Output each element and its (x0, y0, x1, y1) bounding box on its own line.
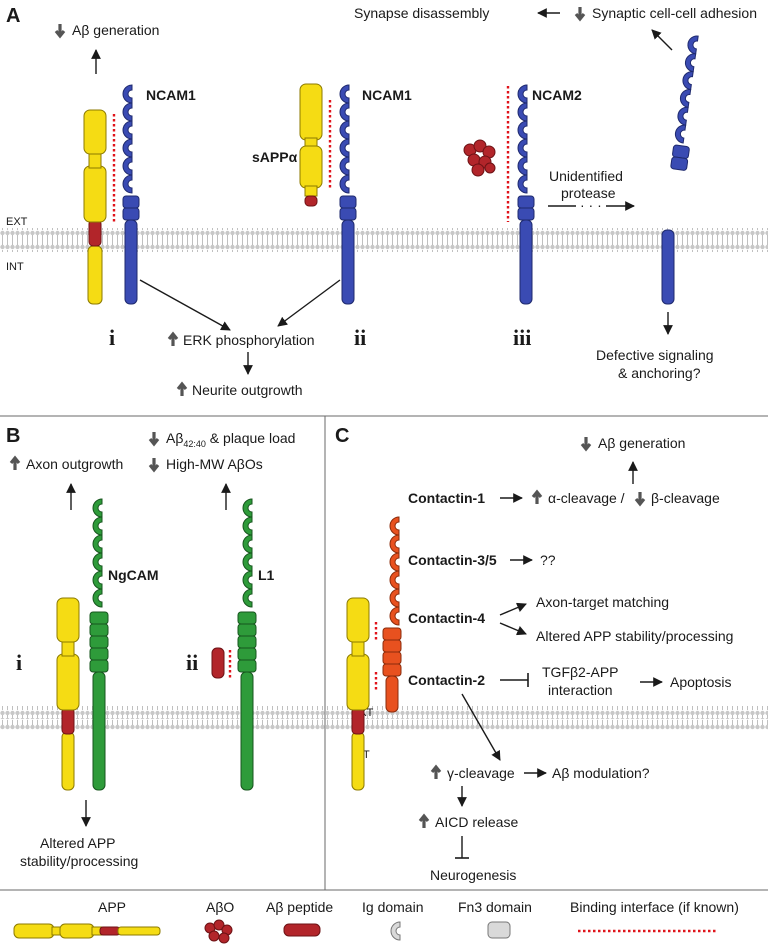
int-label-a: INT (6, 261, 24, 273)
contactin-4-label: Contactin-4 (408, 610, 485, 626)
defective-signaling-1: Defective signaling (596, 347, 714, 363)
legend-peptide-label: Aβ peptide (266, 899, 333, 915)
legend-peptide-symbol (283, 923, 321, 937)
protease-label-2: protease (561, 185, 616, 201)
abeta-generation-a: Aβ generation (72, 22, 159, 38)
axon-outgrowth: Axon outgrowth (26, 456, 123, 472)
protease-dots: · · · (580, 197, 602, 213)
protease-label-1: Unidentified (549, 168, 623, 184)
up-arrow-icon (167, 332, 179, 348)
panel-a-letter: A (6, 5, 20, 27)
ncam2-shed-ectodomain (670, 34, 699, 171)
erk-phosphorylation: ERK phosphorylation (183, 332, 315, 348)
altered-app-c: Altered APP stability/processing (536, 628, 733, 644)
legend-app-symbol (13, 923, 161, 939)
up-arrow-icon (176, 382, 188, 398)
roman-a-iii: iii (513, 325, 531, 350)
ncam1-label-i: NCAM1 (146, 87, 196, 103)
sapp-alpha-protein (299, 83, 323, 207)
defective-signaling-2: & anchoring? (618, 365, 701, 381)
roman-b-i: i (16, 650, 22, 675)
l1-label: L1 (258, 567, 275, 583)
down-arrow-icon (580, 435, 592, 451)
gamma-cleavage: γ-cleavage (447, 765, 515, 781)
synapse-disassembly: Synapse disassembly (354, 5, 489, 21)
up-arrow-icon (430, 765, 442, 781)
arrow-i-to-erk (139, 279, 231, 331)
membrane-b (0, 706, 325, 730)
down-arrow-icon (634, 490, 646, 506)
l1-protein (237, 498, 257, 791)
abeta-oligomer-a (463, 139, 496, 177)
up-arrow-icon (418, 814, 430, 830)
ncam2-label: NCAM2 (532, 87, 582, 103)
down-arrow-icon (54, 22, 66, 38)
legend: APP AβO Aβ peptide Ig domain Fn3 domain … (13, 899, 739, 944)
arrow-shed-up (651, 29, 673, 51)
panel-c-letter: C (335, 425, 349, 447)
panel-b-letter: B (6, 425, 20, 447)
legend-abo-label: AβO (206, 899, 234, 915)
down-arrow-icon (148, 456, 160, 472)
panel-b: B Axon outgrowth NgCAM i (0, 425, 325, 869)
app-protein-b-i (56, 597, 80, 791)
abeta-modulation: Aβ modulation? (552, 765, 650, 781)
arrow-ii-to-erk (277, 279, 341, 327)
panel-a: A EXT INT NCAM1 Aβ generation i (0, 5, 768, 398)
contactin-35-out: ?? (540, 552, 556, 568)
app-protein-a-i (83, 109, 107, 305)
roman-a-ii: ii (354, 325, 366, 350)
ncam2-protein-a-iii (517, 84, 535, 305)
sapp-alpha-label: sAPPα (252, 149, 298, 165)
tgfb2-app-1: TGFβ2-APP (542, 664, 619, 680)
legend-binding-label: Binding interface (if known) (570, 899, 739, 915)
membrane-a (0, 228, 768, 252)
legend-fn3-label: Fn3 domain (458, 899, 532, 915)
alpha-cleavage: α-cleavage / (548, 490, 625, 506)
legend-app-label: APP (98, 899, 126, 915)
membrane-c (326, 706, 768, 730)
apoptosis: Apoptosis (670, 674, 731, 690)
neurite-outgrowth: Neurite outgrowth (192, 382, 303, 398)
abeta-ratio: Aβ42:40 & plaque load (166, 430, 295, 449)
legend-ig-label: Ig domain (362, 899, 423, 915)
arrow-c4-up (499, 602, 527, 616)
up-arrow-icon (531, 490, 543, 506)
roman-a-i: i (109, 325, 115, 350)
ext-label-a: EXT (6, 216, 28, 228)
synaptic-adhesion: Synaptic cell-cell adhesion (592, 5, 757, 21)
ncam1-label-ii: NCAM1 (362, 87, 412, 103)
aicd-release: AICD release (435, 814, 518, 830)
down-arrow-icon (148, 430, 160, 446)
ngcam-label: NgCAM (108, 567, 159, 583)
contactin-35-label: Contactin-3/5 (408, 552, 497, 568)
tgfb2-app-2: interaction (548, 682, 613, 698)
high-mw-abos: High-MW AβOs (166, 456, 263, 472)
ngcam-protein (89, 498, 109, 791)
ncam1-protein-a-ii (339, 84, 357, 305)
arrow-c4-down (499, 622, 527, 636)
legend-fn3-symbol (487, 921, 511, 939)
panel-c: C EXT INT Contactin-1 (326, 425, 768, 883)
down-arrow-icon (574, 5, 586, 21)
altered-app-1: Altered APP (40, 835, 116, 851)
contactin-protein (382, 516, 402, 713)
up-arrow-icon (9, 456, 21, 472)
abeta-peptide-b (211, 647, 225, 679)
app-protein-c (346, 597, 370, 791)
beta-cleavage: β-cleavage (651, 490, 720, 506)
arrow-c2-to-gamma (461, 693, 501, 761)
abeta-generation-c: Aβ generation (598, 435, 685, 451)
contactin-2-label: Contactin-2 (408, 672, 485, 688)
axon-target-matching: Axon-target matching (536, 594, 669, 610)
neurogenesis: Neurogenesis (430, 867, 516, 883)
legend-abo-symbol (204, 919, 233, 944)
roman-b-ii: ii (186, 650, 198, 675)
ncam2-stub (661, 229, 675, 305)
altered-app-2: stability/processing (20, 853, 138, 869)
ncam1-protein-a-i (122, 84, 140, 305)
contactin-1-label: Contactin-1 (408, 490, 485, 506)
legend-ig-symbol (390, 921, 401, 941)
